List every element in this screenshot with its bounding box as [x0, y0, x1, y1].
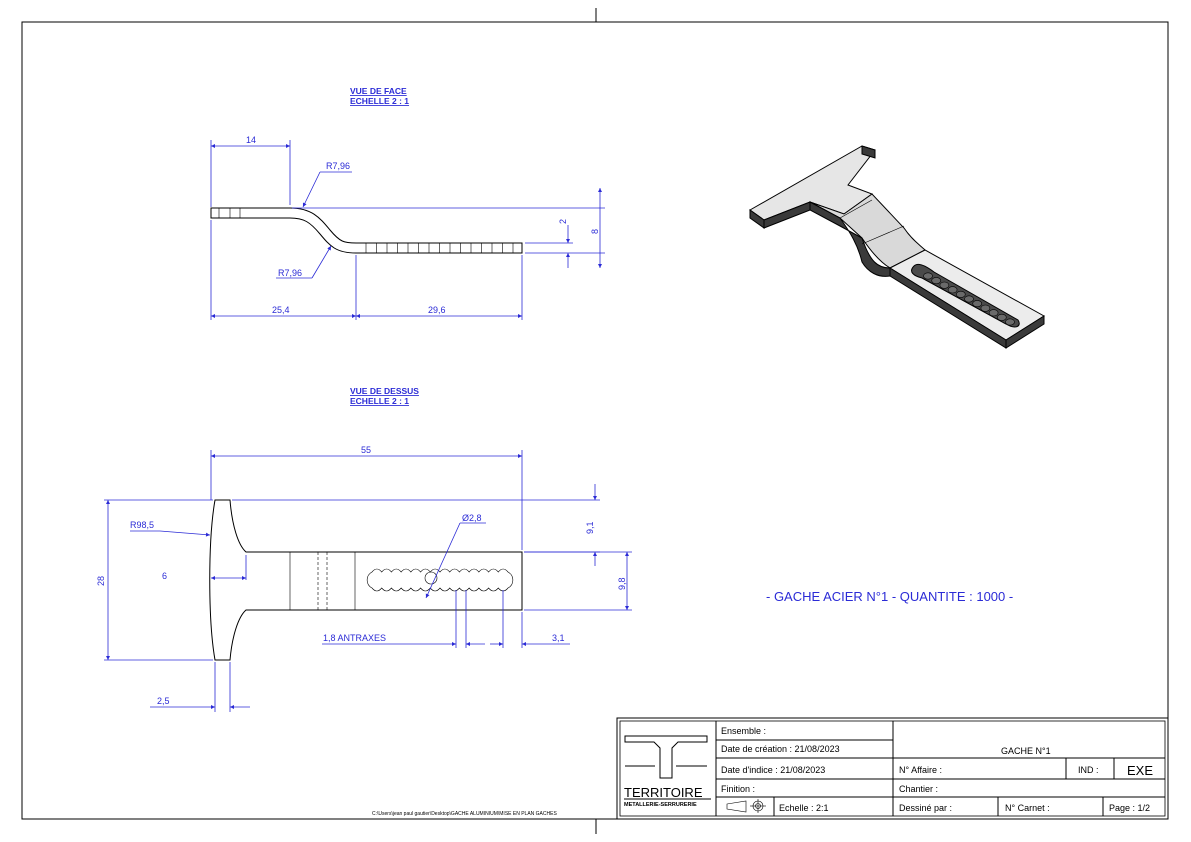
sheet-border	[21, 21, 1169, 820]
dim-6-label: 6	[162, 571, 167, 581]
dim-91-label: 9,1	[585, 521, 595, 534]
page-field: Page : 1/2	[1109, 803, 1150, 813]
front-view: VUE DE FACE ECHELLE 2 : 1 14 R7,96 R7,96	[210, 86, 605, 320]
iso-head-right	[861, 145, 876, 159]
logo-name: TERRITOIRE	[624, 785, 703, 800]
dim-top-6: 6	[162, 555, 247, 581]
dim-14-label: 14	[246, 135, 256, 145]
logo-subtitle: METALLERIE-SERRURERIE	[624, 802, 697, 808]
isometric-view	[749, 145, 1045, 349]
drawing-title: GACHE N°1	[1001, 746, 1051, 756]
dim-top-25: 2,5	[150, 662, 250, 712]
finition-field: Finition :	[721, 784, 755, 794]
iso-slot-bump	[1005, 318, 1015, 326]
dim-8-label: 8	[590, 229, 600, 234]
top-hole	[424, 571, 438, 585]
top-view: VUE DE DESSUS ECHELLE 2 : 1 55 R98,5 Ø2,…	[96, 386, 632, 712]
iso-slot-bump	[923, 272, 933, 280]
date-indice-field: Date d'indice : 21/08/2023	[721, 765, 825, 775]
dim-296-label: 29,6	[428, 305, 446, 315]
front-view-scale: ECHELLE 2 : 1	[350, 96, 409, 106]
dim-2-label: 2	[558, 219, 568, 224]
chantier-field: Chantier :	[899, 784, 938, 794]
iso-slot-bump	[955, 290, 966, 298]
affaire-field: N° Affaire :	[899, 765, 942, 775]
dim-98-label: 9,8	[617, 577, 627, 590]
front-view-title: VUE DE FACE	[350, 86, 407, 96]
dessine-field: Dessiné par :	[899, 803, 952, 813]
iso-slot-bump	[931, 277, 942, 285]
dim-r2-label: R7,96	[278, 268, 302, 278]
top-view-title: VUE DE DESSUS	[350, 386, 419, 396]
top-part-outline	[209, 499, 523, 661]
dim-55-label: 55	[361, 445, 371, 455]
iso-slot-bumps	[923, 272, 1015, 326]
dim-front-254: 25,4	[210, 220, 357, 320]
iso-tail-end	[1005, 315, 1045, 349]
file-path: C:\Users\jean paul gautier\Desktop\GACHE…	[372, 811, 557, 817]
exe-field: EXE	[1127, 763, 1153, 778]
echelle-field: Echelle : 2:1	[779, 803, 829, 813]
iso-slot-bump	[939, 281, 950, 289]
date-creation-field: Date de création : 21/08/2023	[721, 744, 840, 754]
dim-front-2: 2	[525, 219, 605, 268]
iso-slot-bump	[988, 309, 999, 317]
dim-phi-label: Ø2,8	[462, 513, 482, 523]
dim-antraxes-label: 1,8 ANTRAXES	[323, 633, 386, 643]
dim-254-label: 25,4	[272, 305, 290, 315]
dim-top-91: 9,1	[232, 484, 600, 566]
iso-neck-side	[809, 201, 891, 277]
dim-top-r985: R98,5	[130, 520, 211, 537]
iso-slot-bump	[947, 286, 958, 294]
ensemble-field: Ensemble :	[721, 726, 766, 736]
dim-front-8: 8	[292, 188, 605, 268]
dim-top-28: 28	[96, 499, 213, 661]
dim-top-31: 3,1	[490, 590, 570, 648]
iso-bend-line-2	[861, 225, 905, 245]
top-bend-lines	[289, 552, 356, 610]
iso-bend-line-1	[839, 199, 873, 219]
title-block: TERRITOIRE METALLERIE-SERRURERIE Ensembl…	[616, 717, 1169, 820]
iso-slot-bump	[964, 295, 974, 303]
dim-r985-label: R98,5	[130, 520, 154, 530]
front-slot-ticks	[365, 243, 514, 253]
dim-25-label: 2,5	[157, 696, 170, 706]
dim-top-antraxes: 1,8 ANTRAXES	[322, 590, 485, 648]
dim-front-14: 14	[210, 135, 291, 207]
dim-28-label: 28	[96, 576, 106, 586]
quantity-note: - GACHE ACIER N°1 - QUANTITE : 1000 -	[766, 589, 1013, 604]
top-view-scale: ECHELLE 2 : 1	[350, 396, 409, 406]
dim-r1-label: R7,96	[326, 161, 350, 171]
dim-top-phi: Ø2,8	[425, 513, 486, 599]
dim-top-98: 9,8	[524, 551, 632, 611]
dim-front-r1: R7,96	[302, 161, 352, 208]
dim-front-296: 29,6	[356, 255, 523, 320]
dim-top-55: 55	[210, 445, 523, 550]
carnet-field: N° Carnet :	[1005, 803, 1050, 813]
iso-slot-bump	[996, 313, 1007, 321]
territoire-logo-icon	[624, 735, 708, 779]
front-part-outline	[210, 207, 523, 254]
iso-slot-bump	[980, 304, 991, 312]
ind-field: IND :	[1078, 765, 1099, 775]
iso-slot-bump	[972, 300, 983, 308]
front-left-ticks	[218, 208, 241, 218]
top-slot	[366, 568, 514, 592]
dim-front-r2: R7,96	[276, 245, 332, 279]
dim-31-label: 3,1	[552, 633, 565, 643]
projection-symbol-icon	[726, 799, 766, 813]
